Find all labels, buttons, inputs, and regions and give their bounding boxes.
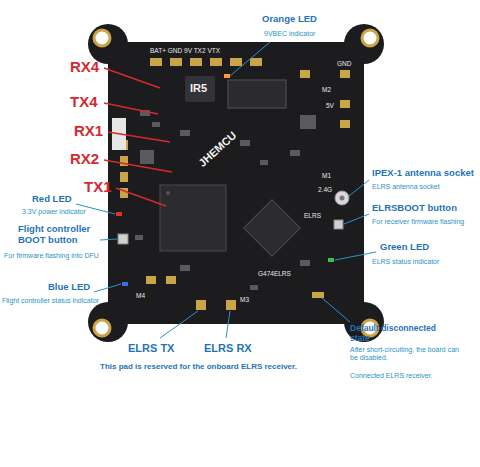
jumper-pad	[312, 292, 324, 298]
callout-note: Flight controller status indicator	[2, 297, 99, 305]
pin-label: TX1	[84, 178, 112, 195]
note: This pad is reserved for the onboard ELR…	[100, 362, 297, 371]
silkscreen: G474ELRS	[258, 270, 291, 277]
silkscreen: 2.4G	[318, 186, 332, 193]
callout-note: For receiver firmware flashing	[372, 218, 476, 226]
silkscreen: IR5	[190, 82, 207, 95]
leader-lines	[76, 42, 376, 338]
red-led	[116, 212, 122, 216]
callout-title: Blue LED	[48, 282, 90, 293]
pin-label: TX4	[70, 93, 98, 110]
elrs-chip	[244, 200, 301, 257]
callout-title: Default disconnected state	[350, 324, 440, 344]
orange-led	[224, 74, 230, 78]
callout-note: For firmware flashing into DFU	[4, 252, 99, 260]
boot-button	[118, 234, 128, 244]
inductor	[185, 76, 215, 102]
silkscreen: M2	[322, 86, 331, 93]
silkscreen: M1	[322, 172, 331, 179]
pad-label: ELRS RX	[204, 342, 252, 355]
callout-title: ELRSBOOT button	[372, 203, 457, 214]
silkscreen: M4	[136, 292, 145, 299]
silkscreen: 5V	[326, 102, 334, 109]
green-led	[328, 258, 334, 262]
callout-note: ELRS status indicator	[372, 258, 439, 266]
callout-note: Connected ELRS receiver.	[350, 372, 433, 380]
ipex-socket	[335, 191, 349, 205]
callout-note: ELRS antenna socket	[372, 183, 440, 191]
leader-lines	[104, 68, 172, 206]
mcu-chip	[160, 185, 226, 251]
pin-label: RX2	[70, 150, 99, 167]
callout-note: 3.3V power indicator	[22, 208, 86, 216]
pad-label: ELRS TX	[128, 342, 174, 355]
pcb	[88, 24, 384, 342]
silkscreen: GND	[337, 60, 351, 67]
callout-title: Orange LED	[262, 14, 317, 25]
callout-title: Red LED	[32, 194, 72, 205]
elrsboot-button	[334, 220, 343, 229]
silkscreen: ELRS	[304, 212, 321, 219]
pin-label: RX4	[70, 58, 99, 75]
silkscreen: BAT+ GND 9V TX2 VTX	[150, 47, 220, 54]
solder-pads	[120, 58, 350, 310]
silkscreen: M3	[240, 296, 249, 303]
callout-title: Flight controller BOOT button	[18, 224, 100, 246]
blue-led	[122, 282, 128, 286]
pin-label: RX1	[74, 122, 103, 139]
components	[135, 110, 316, 290]
callout-title: Green LED	[380, 242, 429, 253]
bec-chip	[228, 80, 286, 108]
callout-note: 9VBEC indicator	[264, 30, 315, 38]
callout-title: IPEX-1 antenna socket	[372, 168, 474, 179]
callout-note: After short-circuiting, the board can be…	[350, 346, 462, 362]
